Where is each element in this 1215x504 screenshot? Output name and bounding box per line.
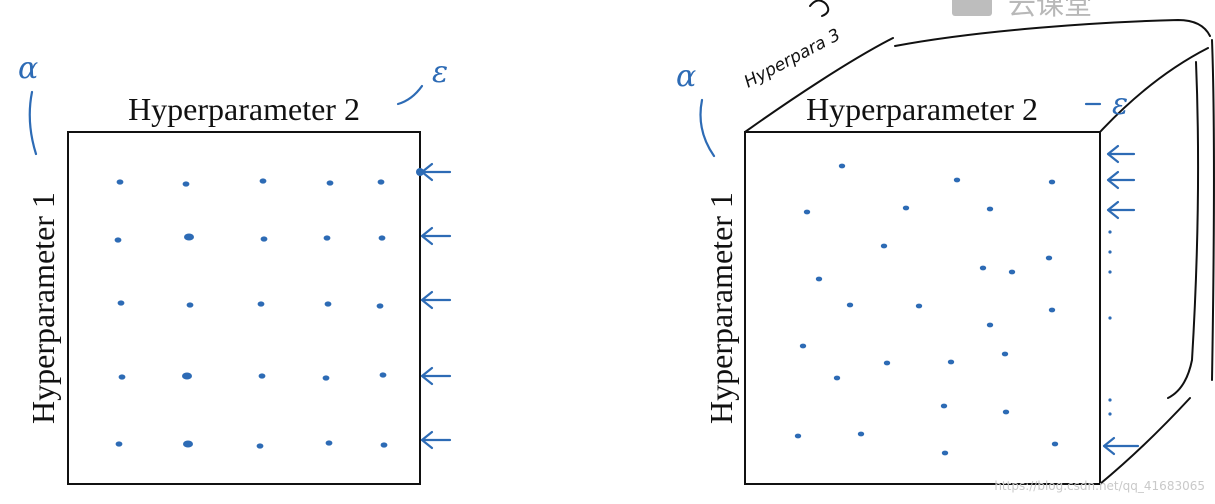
random-point bbox=[979, 265, 987, 271]
left-side-label: Hyperparameter 1 bbox=[25, 192, 61, 424]
grid-point bbox=[322, 375, 330, 381]
grid-point bbox=[184, 233, 194, 241]
random-point bbox=[947, 359, 955, 365]
cube-back-inner-edge bbox=[1167, 61, 1200, 399]
side-tick-dot bbox=[1108, 398, 1112, 402]
side-tick-dot bbox=[1108, 230, 1112, 234]
right-panel-random-search: Hyperparameter 2 Hyperparameter 1 Hyperp… bbox=[676, 19, 1215, 485]
grid-point bbox=[117, 300, 125, 306]
grid-point bbox=[325, 440, 333, 446]
right-random-points bbox=[794, 163, 1059, 456]
left-panel-grid-search: Hyperparameter 2 Hyperparameter 1 α ε bbox=[18, 51, 452, 485]
grid-point bbox=[376, 303, 384, 309]
logo-watermark: 云课堂 bbox=[809, 0, 1092, 21]
grid-point bbox=[326, 180, 334, 186]
right-alpha-stroke bbox=[699, 98, 716, 158]
grid-point bbox=[378, 235, 386, 241]
random-point bbox=[1048, 307, 1056, 313]
left-alpha-symbol: α bbox=[18, 51, 38, 86]
cube-top-back-edge bbox=[894, 19, 1211, 47]
right-side-label: Hyperparameter 1 bbox=[703, 192, 739, 424]
side-arrow-icon bbox=[1106, 200, 1136, 220]
grid-point bbox=[380, 442, 388, 448]
row-arrow-icon bbox=[420, 226, 452, 246]
left-row-arrows bbox=[416, 162, 452, 450]
grid-point bbox=[259, 178, 267, 184]
arrow-start-dot bbox=[416, 168, 424, 176]
grid-point bbox=[379, 372, 387, 378]
random-point bbox=[857, 431, 865, 437]
row-arrow-icon bbox=[420, 366, 452, 386]
random-point bbox=[1008, 269, 1016, 275]
grid-point bbox=[257, 301, 265, 307]
random-point bbox=[986, 322, 994, 328]
left-grid-points bbox=[114, 178, 388, 449]
random-point bbox=[846, 302, 854, 308]
random-point bbox=[815, 276, 823, 282]
right-front-face bbox=[744, 131, 1101, 485]
side-tick-dot bbox=[1108, 412, 1112, 416]
right-epsilon-symbol: ε bbox=[1112, 87, 1128, 122]
grid-point bbox=[118, 374, 126, 380]
cube-top-left-edge bbox=[744, 37, 894, 133]
right-side-arrows bbox=[1102, 144, 1140, 456]
grid-point bbox=[186, 302, 194, 308]
cube-back-right-edge bbox=[1211, 39, 1215, 381]
random-point bbox=[803, 209, 811, 215]
random-point bbox=[953, 177, 961, 183]
random-point bbox=[940, 403, 948, 409]
random-point bbox=[794, 433, 802, 439]
grid-point bbox=[258, 373, 266, 379]
random-point bbox=[799, 343, 807, 349]
logo-icon bbox=[952, 0, 992, 16]
random-point bbox=[1002, 409, 1010, 415]
random-point bbox=[902, 205, 910, 211]
side-tick-dot bbox=[1108, 270, 1112, 274]
grid-point bbox=[323, 235, 331, 241]
random-point bbox=[1048, 179, 1056, 185]
right-title: Hyperparameter 2 bbox=[806, 91, 1038, 127]
random-point bbox=[883, 360, 891, 366]
cube-top-right-edge bbox=[1099, 47, 1209, 133]
side-arrow-icon bbox=[1106, 144, 1136, 164]
grid-point bbox=[377, 179, 385, 185]
right-depth-label: Hyperpara 3 bbox=[741, 25, 844, 92]
random-point bbox=[986, 206, 994, 212]
logo-text: 云课堂 bbox=[1008, 0, 1092, 21]
random-point bbox=[880, 243, 888, 249]
random-point bbox=[1045, 255, 1053, 261]
grid-point bbox=[114, 237, 122, 243]
grid-point bbox=[182, 372, 192, 380]
side-tick-dot bbox=[1108, 250, 1112, 254]
url-watermark: https://blog.csdn.net/qq_41683065 bbox=[994, 479, 1205, 493]
grid-point bbox=[183, 440, 193, 448]
row-arrow-icon bbox=[420, 162, 452, 182]
grid-point bbox=[115, 441, 123, 447]
random-point bbox=[941, 450, 949, 456]
random-point bbox=[1051, 441, 1059, 447]
random-point bbox=[838, 163, 846, 169]
grid-point bbox=[256, 443, 264, 449]
side-tick-dot bbox=[1108, 316, 1112, 320]
handwritten-scribble-top bbox=[809, 0, 830, 17]
right-alpha-symbol: α bbox=[676, 59, 696, 94]
grid-point bbox=[182, 181, 190, 187]
grid-point bbox=[260, 236, 268, 242]
side-arrow-icon bbox=[1102, 436, 1140, 456]
grid-point bbox=[116, 179, 124, 185]
grid-point bbox=[324, 301, 332, 307]
side-arrow-icon bbox=[1106, 170, 1136, 190]
cube-bottom-right-edge bbox=[1099, 397, 1191, 485]
row-arrow-icon bbox=[420, 290, 452, 310]
left-search-box bbox=[67, 131, 421, 485]
random-point bbox=[1001, 351, 1009, 357]
random-point bbox=[833, 375, 841, 381]
random-point bbox=[915, 303, 923, 309]
left-epsilon-symbol: ε bbox=[432, 55, 448, 90]
left-alpha-stroke bbox=[28, 90, 38, 156]
left-epsilon-stroke bbox=[396, 84, 424, 106]
row-arrow-icon bbox=[420, 430, 452, 450]
left-title: Hyperparameter 2 bbox=[128, 91, 360, 127]
